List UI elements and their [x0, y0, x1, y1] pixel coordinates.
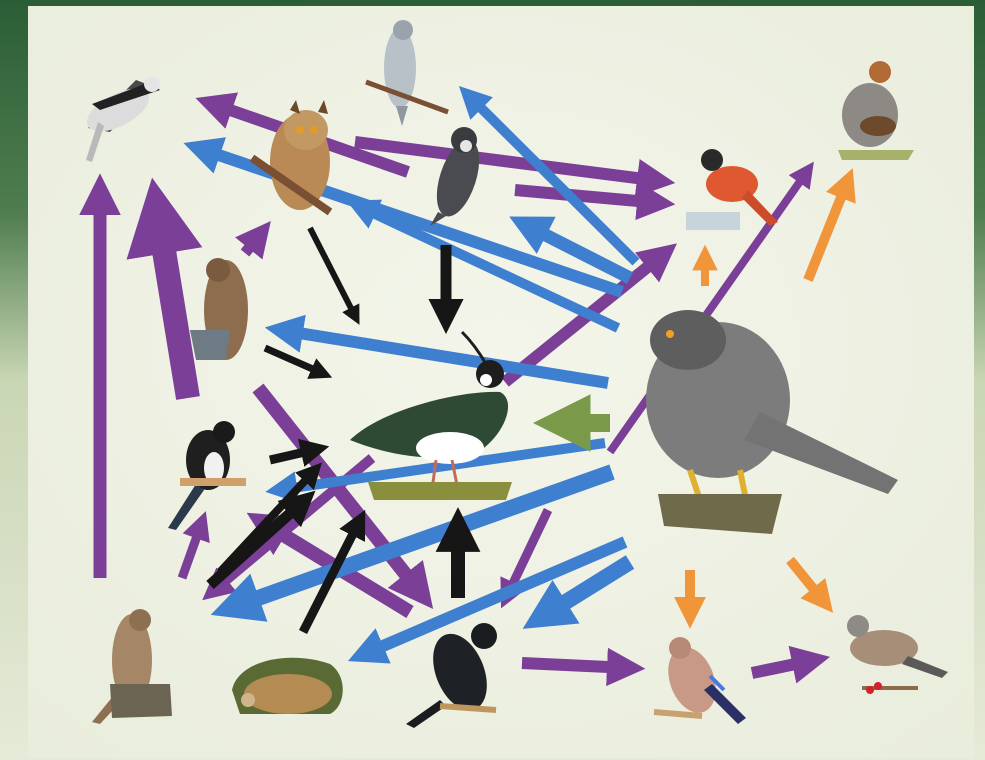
- arrow-purple: [522, 663, 630, 668]
